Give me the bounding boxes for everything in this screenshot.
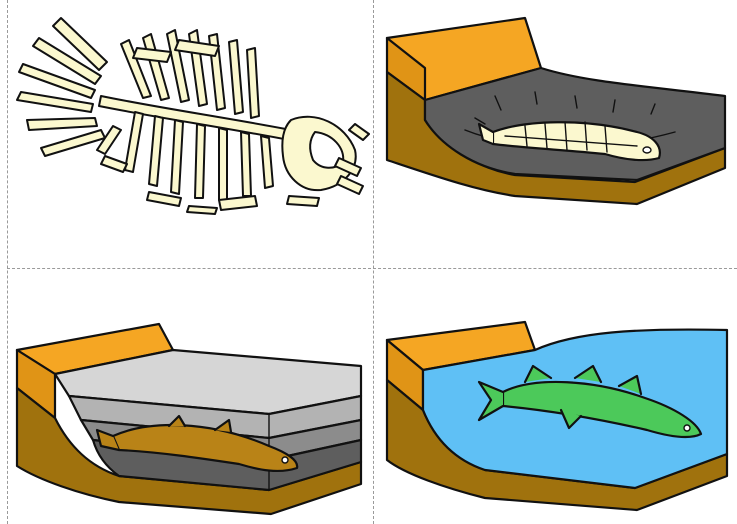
cut-line-left: [7, 0, 8, 524]
panel-fish-buried-in-mud: [375, 0, 737, 266]
fish-skeleton-icon: [16, 17, 370, 215]
buried-skeleton: [477, 121, 661, 162]
cut-line-middle: [7, 268, 737, 269]
fossilized-fish: [95, 414, 299, 473]
panel-fish-in-water: [375, 270, 737, 524]
cut-line-center: [373, 0, 374, 524]
burial-scene: [385, 16, 727, 206]
panel-sediment-layers: [9, 270, 371, 524]
sediment-scene: [15, 322, 363, 516]
water-scene: [385, 320, 729, 512]
panel-fossil-skeleton: [9, 0, 371, 266]
fish-icon: [477, 364, 703, 439]
